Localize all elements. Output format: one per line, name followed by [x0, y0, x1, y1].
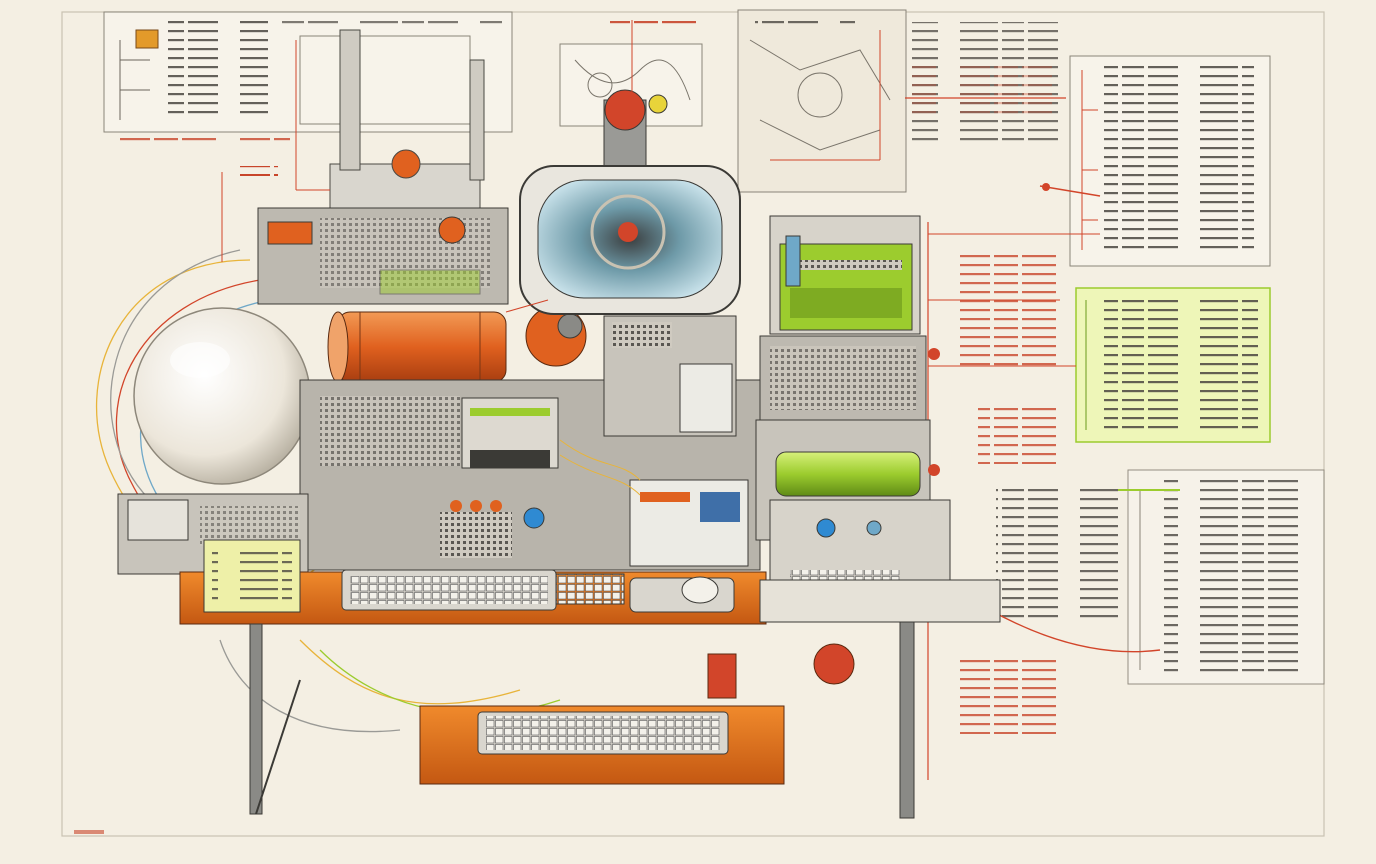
white-globe — [133, 307, 311, 485]
top-center-schematic-panel — [559, 16, 710, 127]
lower-desk — [419, 705, 785, 785]
crt-monitor — [519, 89, 741, 315]
annotation-block-upper — [905, 22, 1066, 142]
central-machinery — [299, 315, 761, 571]
signature-mark — [74, 830, 104, 834]
spec-sheet-right-bottom — [954, 469, 1325, 734]
top-left-schematic-panel — [100, 11, 513, 146]
spec-sheet-right-top — [1039, 55, 1271, 267]
upper-machine-tower — [257, 29, 509, 305]
keyboard-upper — [341, 569, 735, 613]
orange-cylinder-tank — [327, 305, 587, 383]
annotation-block-middle — [927, 222, 1100, 780]
drawing-border — [61, 11, 1325, 837]
annotation-leaders — [221, 20, 881, 313]
top-right-schematic-sheet — [737, 9, 907, 193]
highlighted-note-green — [1075, 287, 1271, 443]
